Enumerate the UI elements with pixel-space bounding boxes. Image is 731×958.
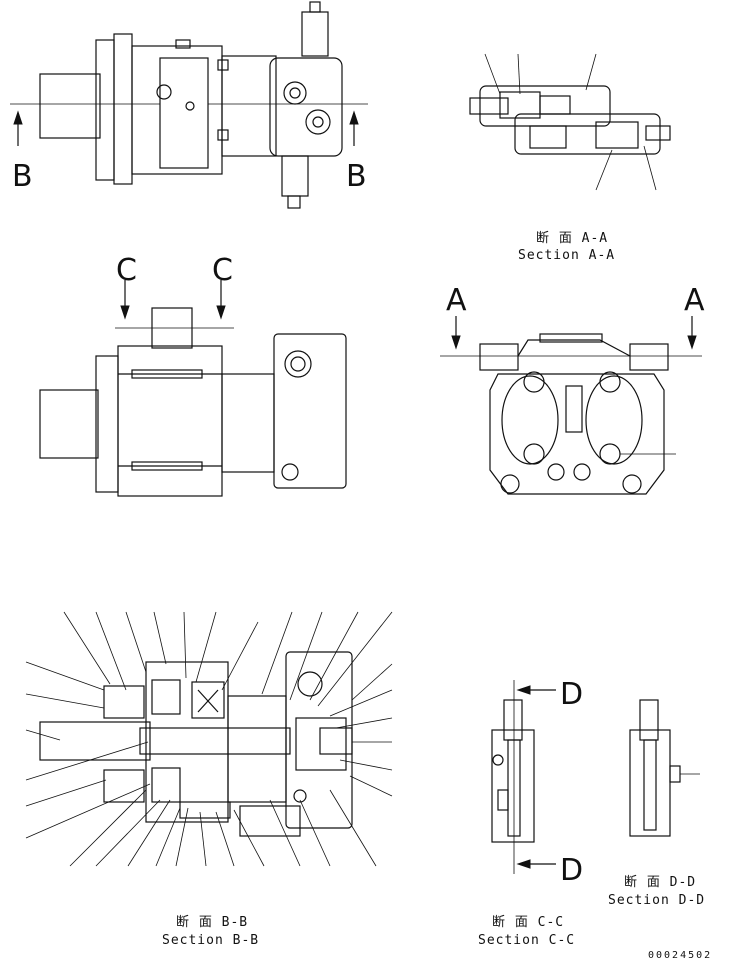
front-view: C C: [39, 253, 347, 497]
section-mark-d-bottom: D: [560, 853, 583, 888]
caption-d-d-en: Section D-D: [608, 893, 705, 908]
caption-b-b-en: Section B-B: [162, 933, 259, 948]
leader-lines-b-b: [25, 611, 393, 867]
section-b-b-view: 断 面 B-B Section B-B: [25, 611, 393, 948]
section-c-c-view: D D 断 面 C-C Section C-C: [478, 677, 583, 948]
caption-c-c-en: Section C-C: [478, 933, 575, 948]
document-number: 00024502: [648, 950, 712, 958]
caption-c-c-jp: 断 面 C-C: [492, 915, 564, 930]
caption-a-a-en: Section A-A: [518, 248, 615, 263]
section-a-a-view: 断 面 A-A Section A-A: [469, 53, 671, 263]
top-view: B B: [10, 1, 368, 209]
caption-a-a-jp: 断 面 A-A: [536, 231, 608, 246]
section-mark-b-left: B: [12, 159, 33, 194]
section-mark-c-right: C: [212, 253, 233, 288]
section-mark-d-top: D: [560, 677, 583, 712]
caption-b-b-jp: 断 面 B-B: [176, 915, 248, 930]
section-mark-b-right: B: [346, 159, 367, 194]
section-d-d-view: 断 面 D-D Section D-D: [608, 699, 705, 908]
caption-d-d-jp: 断 面 D-D: [624, 875, 696, 890]
section-mark-c-left: C: [116, 253, 137, 288]
section-mark-a-left: A: [446, 283, 467, 318]
end-view: A A: [440, 283, 705, 495]
section-mark-a-right: A: [684, 283, 705, 318]
